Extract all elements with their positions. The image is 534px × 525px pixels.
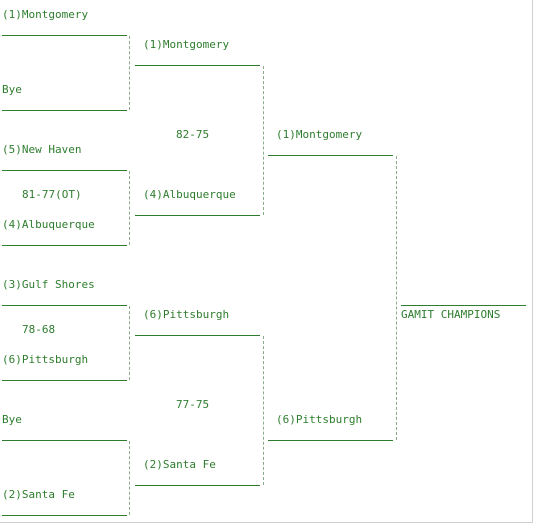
r1-line-1 <box>2 35 127 36</box>
r1-line-8 <box>2 515 127 516</box>
r1-score-game3: 78-68 <box>22 323 56 336</box>
r1-line-5 <box>2 305 127 306</box>
r3-line-1 <box>268 155 393 156</box>
r1-line-4 <box>2 245 127 246</box>
r2-connector-2 <box>263 336 264 485</box>
r1-team-santa-fe: (2)Santa Fe <box>2 488 75 501</box>
r1-team-montgomery: (1)Montgomery <box>2 8 89 21</box>
r1-team-albuquerque: (4)Albuquerque <box>2 218 95 231</box>
r2-line-1 <box>135 65 260 66</box>
champion-line <box>401 305 526 306</box>
r3-team-pittsburgh: (6)Pittsburgh <box>276 413 363 426</box>
r2-line-2 <box>135 215 260 216</box>
r2-score-game1: 82-75 <box>176 128 210 141</box>
r2-team-santa-fe: (2)Santa Fe <box>143 458 216 471</box>
r1-connector-2 <box>129 171 130 245</box>
r1-line-7 <box>2 440 127 441</box>
r2-team-pittsburgh: (6)Pittsburgh <box>143 308 230 321</box>
r2-line-3 <box>135 335 260 336</box>
r1-score-game2: 81-77(OT) <box>22 188 82 201</box>
r1-line-2 <box>2 110 127 111</box>
r2-connector-1 <box>263 66 264 215</box>
r3-team-montgomery: (1)Montgomery <box>276 128 363 141</box>
r1-team-bye-top: Bye <box>2 83 22 96</box>
r2-line-4 <box>135 485 260 486</box>
r3-connector <box>396 156 397 440</box>
r2-team-montgomery: (1)Montgomery <box>143 38 230 51</box>
champion-label: GAMIT CHAMPIONS <box>401 308 501 321</box>
r1-line-3 <box>2 170 127 171</box>
r1-connector-4 <box>129 441 130 515</box>
r1-team-pittsburgh: (6)Pittsburgh <box>2 353 89 366</box>
r1-line-6 <box>2 380 127 381</box>
r1-connector-3 <box>129 306 130 380</box>
r1-connector-1 <box>129 36 130 110</box>
r1-team-new-haven: (5)New Haven <box>2 143 82 156</box>
r1-team-gulf-shores: (3)Gulf Shores <box>2 278 95 291</box>
r2-team-albuquerque: (4)Albuquerque <box>143 188 236 201</box>
r3-line-2 <box>268 440 393 441</box>
r1-team-bye-bottom: Bye <box>2 413 22 426</box>
r2-score-game2: 77-75 <box>176 398 210 411</box>
